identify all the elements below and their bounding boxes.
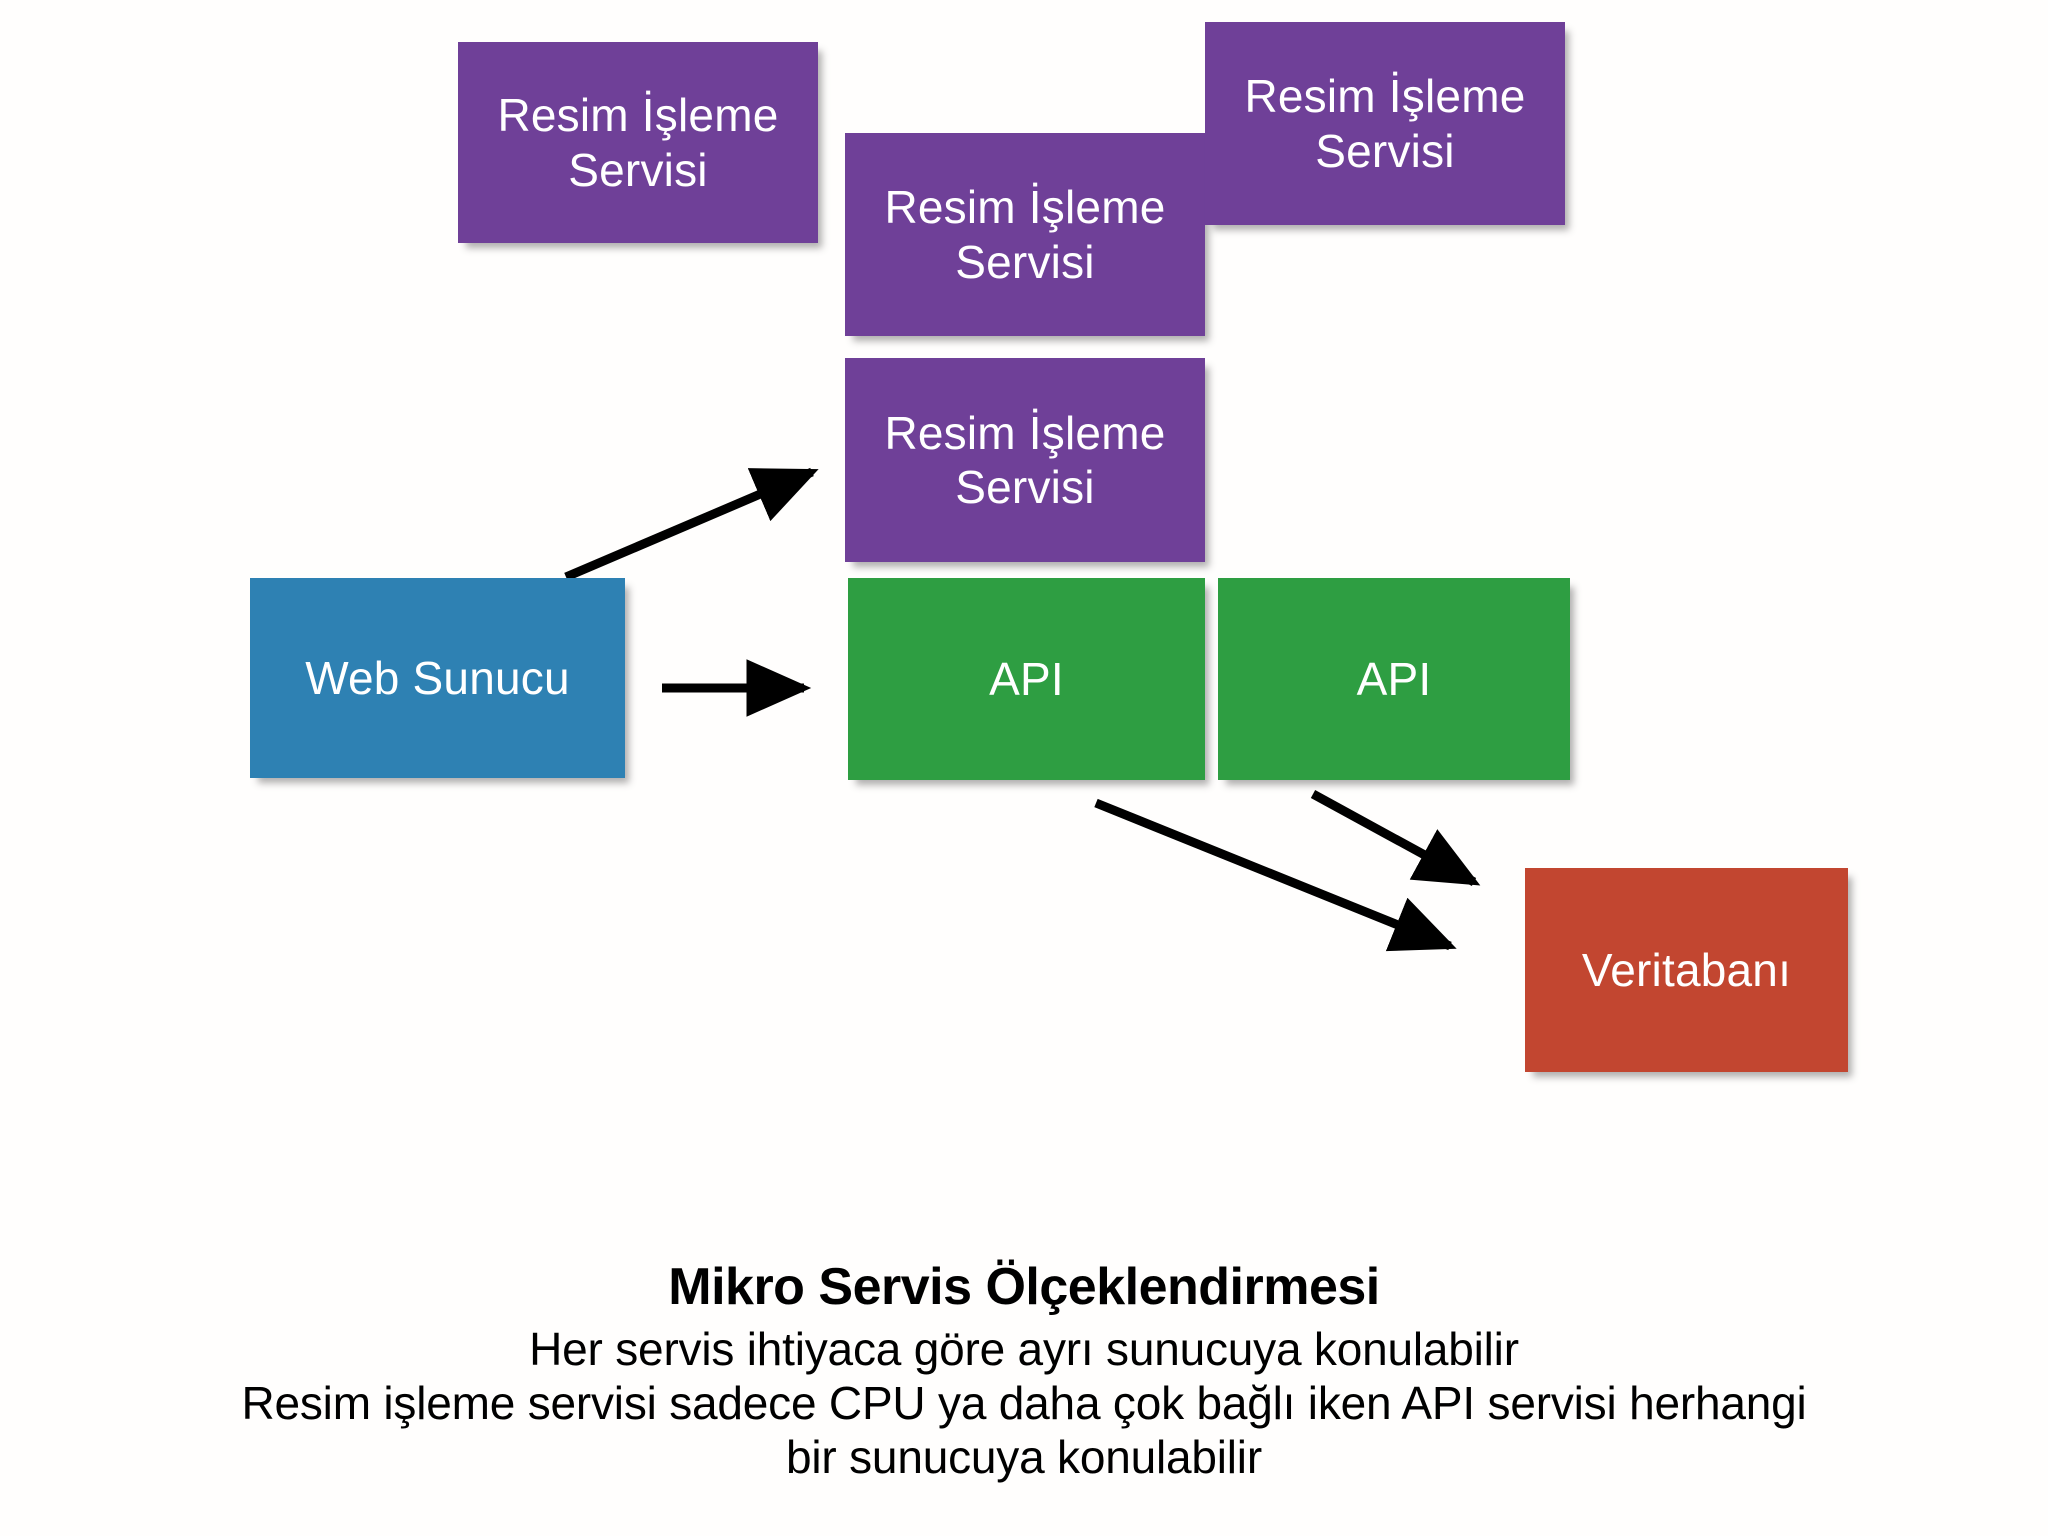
node-image-processing-service-4[interactable]: Resim İşleme Servisi — [845, 358, 1205, 562]
node-image-processing-service-1[interactable]: Resim İşleme Servisi — [458, 42, 818, 243]
node-image-processing-service-2[interactable]: Resim İşleme Servisi — [845, 133, 1205, 336]
node-label: API — [1356, 652, 1432, 705]
caption-block: Mikro Servis Ölçeklendirmesi Her servis … — [0, 1258, 2048, 1485]
node-label: API — [989, 652, 1064, 705]
node-label: Veritabanı — [1581, 943, 1792, 996]
node-api-1[interactable]: API — [848, 578, 1205, 780]
caption-line-2: Resim işleme servisi sadece CPU ya daha … — [241, 1377, 1807, 1430]
node-database[interactable]: Veritabanı — [1525, 868, 1848, 1072]
edge-api1-to-db — [1094, 798, 1457, 952]
caption-line-3: bir sunucuya konulabilir — [786, 1431, 1262, 1484]
node-label: Resim İşleme Servisi — [884, 406, 1166, 513]
node-label: Resim İşleme Servisi — [884, 181, 1166, 288]
node-label: Web Sunucu — [305, 651, 570, 704]
node-label: Resim İşleme Servisi — [1244, 70, 1526, 177]
caption-title: Mikro Servis Ölçeklendirmesi — [668, 1258, 1380, 1316]
node-image-processing-service-3[interactable]: Resim İşleme Servisi — [1205, 22, 1565, 225]
node-web-server[interactable]: Web Sunucu — [250, 578, 625, 778]
node-label: Resim İşleme Servisi — [497, 89, 779, 196]
edge-api2-to-db — [1310, 790, 1481, 886]
node-api-2[interactable]: API — [1218, 578, 1570, 780]
edge-web-to-service — [564, 467, 819, 582]
caption-line-1: Her servis ihtiyaca göre ayrı sunucuya k… — [529, 1322, 1519, 1375]
